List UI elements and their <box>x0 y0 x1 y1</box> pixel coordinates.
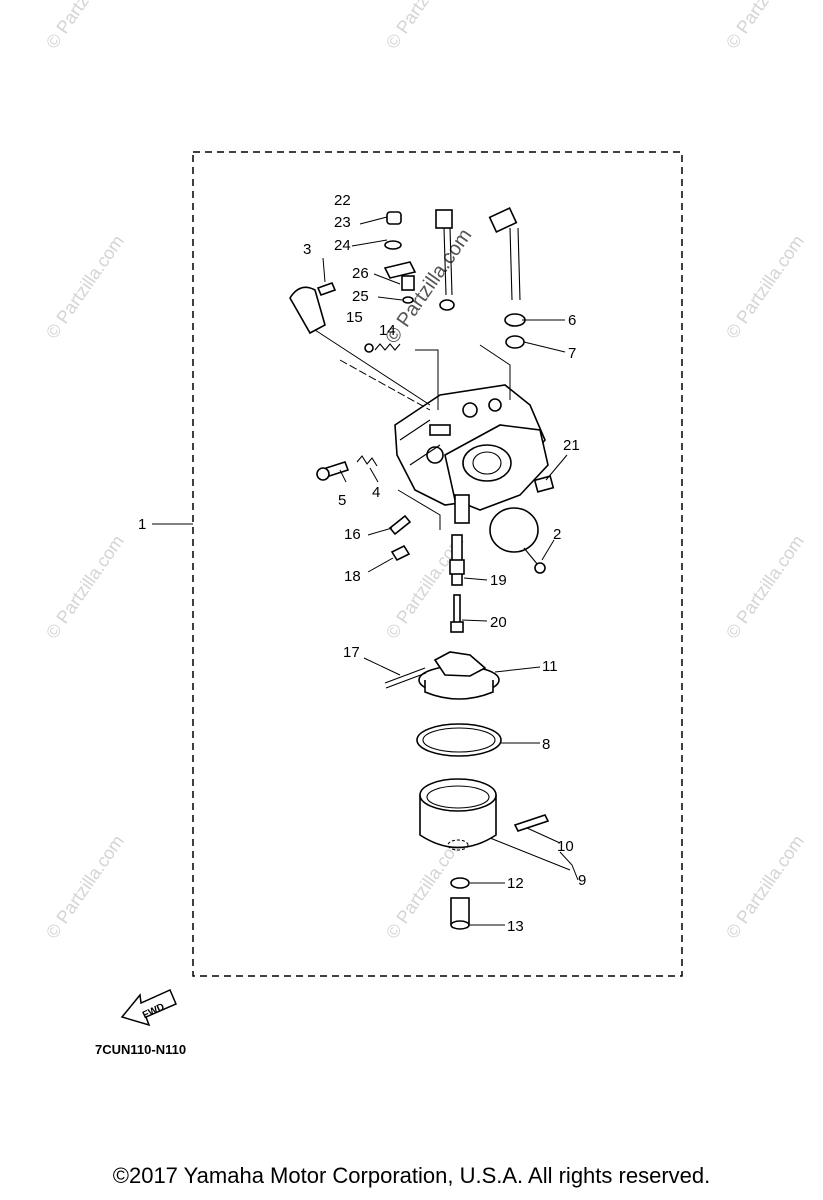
callout-11: 11 <box>542 658 558 675</box>
callout-1: 1 <box>138 516 146 533</box>
callout-22: 22 <box>334 192 351 209</box>
callout-labels: 1 2 3 4 5 6 7 8 9 10 11 12 13 14 15 16 1… <box>138 192 586 935</box>
callout-5: 5 <box>338 492 346 509</box>
carburetor-body <box>394 384 549 524</box>
watermark: © Partzilla.com <box>42 831 128 942</box>
float <box>384 651 500 700</box>
idle-screw-and-spring <box>316 455 378 481</box>
callout-21: 21 <box>563 437 580 454</box>
callout-23: 23 <box>334 214 351 231</box>
callout-15: 15 <box>346 309 363 326</box>
watermark: © Partzilla.com <box>722 831 808 942</box>
assembly-boundary <box>192 151 683 977</box>
callout-20: 20 <box>490 614 507 631</box>
throttle-choke-shafts <box>435 207 521 311</box>
watermark: © Partzilla.com <box>382 0 468 52</box>
callout-14: 14 <box>379 322 396 339</box>
fwd-arrow-icon: FWD <box>120 989 177 1027</box>
callout-7: 7 <box>568 345 576 362</box>
leader-lines <box>152 216 579 926</box>
diagram-code: 7CUN110-N110 <box>95 1042 186 1057</box>
callout-25: 25 <box>352 288 369 305</box>
callout-12: 12 <box>507 875 524 892</box>
watermark: © Partzilla.com <box>722 0 808 52</box>
callout-6: 6 <box>568 312 576 329</box>
float-bowl-gasket <box>416 723 502 757</box>
callout-3: 3 <box>303 241 311 258</box>
watermark: © Partzilla.com <box>722 231 808 342</box>
watermark: © Partzilla.com <box>42 231 128 342</box>
callout-10: 10 <box>557 838 574 855</box>
watermark: © Partzilla.com <box>42 531 128 642</box>
watermark: © Partzilla.com <box>42 0 128 52</box>
callout-17: 17 <box>343 644 360 661</box>
callout-24: 24 <box>334 237 351 254</box>
callout-2: 2 <box>553 526 561 543</box>
float-valve-and-clip <box>388 514 412 562</box>
callout-4: 4 <box>372 484 380 501</box>
float-bowl <box>419 778 550 930</box>
part-3-plate <box>289 281 337 335</box>
callout-19: 19 <box>490 572 507 589</box>
part-21-and-2 <box>489 475 555 574</box>
callout-9: 9 <box>578 872 586 889</box>
callout-26: 26 <box>352 265 369 282</box>
callout-13: 13 <box>507 918 524 935</box>
copyright-notice: ©2017 Yamaha Motor Corporation, U.S.A. A… <box>112 1163 711 1188</box>
callout-8: 8 <box>542 736 550 753</box>
watermark: © Partzilla.com <box>722 531 808 642</box>
callout-16: 16 <box>344 526 361 543</box>
main-nozzle-and-jet <box>449 534 465 633</box>
callout-18: 18 <box>344 568 361 585</box>
